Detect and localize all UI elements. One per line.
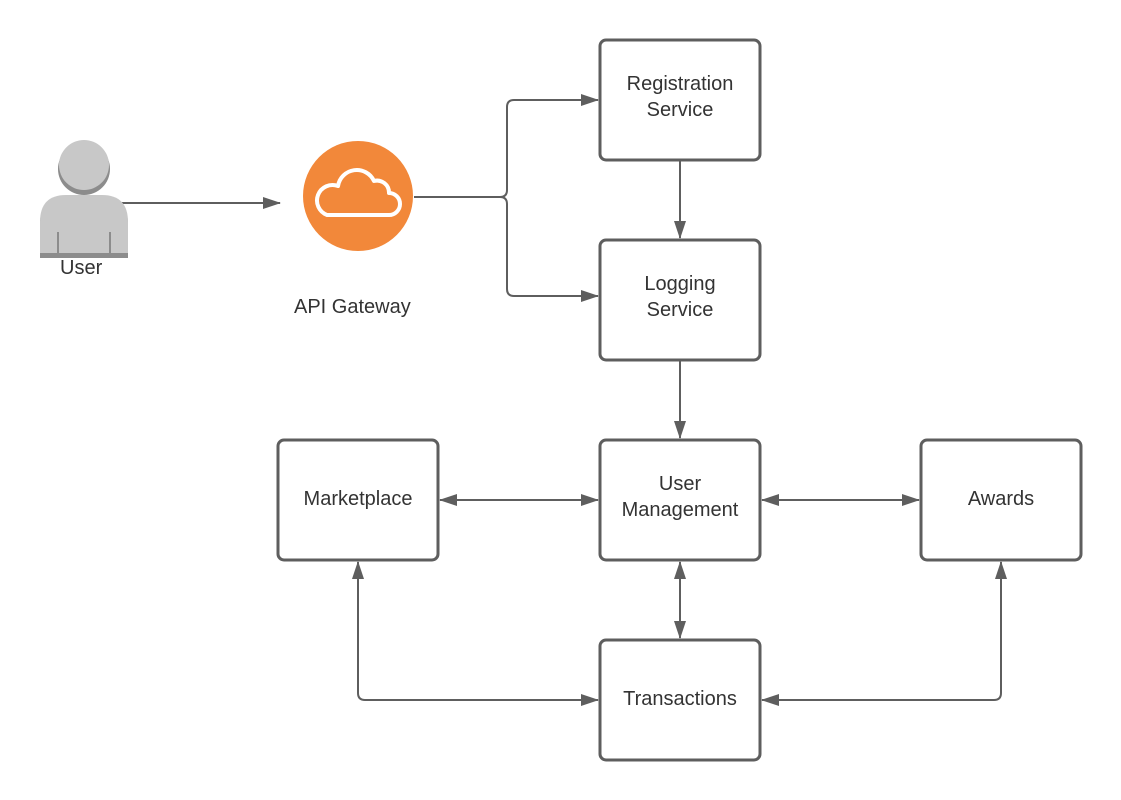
- edge-awards-transactions: [761, 561, 1007, 706]
- node-label-line: Management: [622, 499, 739, 521]
- node-logging-service: Logging Service: [598, 238, 762, 362]
- edge-gateway-to-registration: [414, 94, 599, 198]
- edges: [118, 94, 1007, 706]
- node-transactions: Transactions: [598, 638, 762, 762]
- node-label: Transactions: [623, 688, 737, 710]
- user-label: User: [60, 257, 103, 279]
- node-user-management: User Management: [598, 438, 762, 562]
- node-label-line: Registration: [627, 73, 734, 95]
- node-registration-service: Registration Service: [598, 38, 762, 162]
- edge-marketplace-transactions: [352, 561, 599, 706]
- api-gateway-label: API Gateway: [294, 296, 411, 318]
- node-label-line: Logging: [644, 273, 715, 295]
- node-awards: Awards: [919, 438, 1083, 562]
- node-label: Marketplace: [304, 488, 413, 510]
- cloud-icon: [303, 141, 413, 251]
- node-label-line: Service: [647, 99, 714, 121]
- edge-gateway-to-logging: [499, 196, 599, 302]
- user-icon: [40, 140, 128, 258]
- node-label-line: User: [659, 473, 702, 495]
- node-label-line: Service: [647, 299, 714, 321]
- node-marketplace: Marketplace: [276, 438, 440, 562]
- node-label: Awards: [968, 488, 1034, 510]
